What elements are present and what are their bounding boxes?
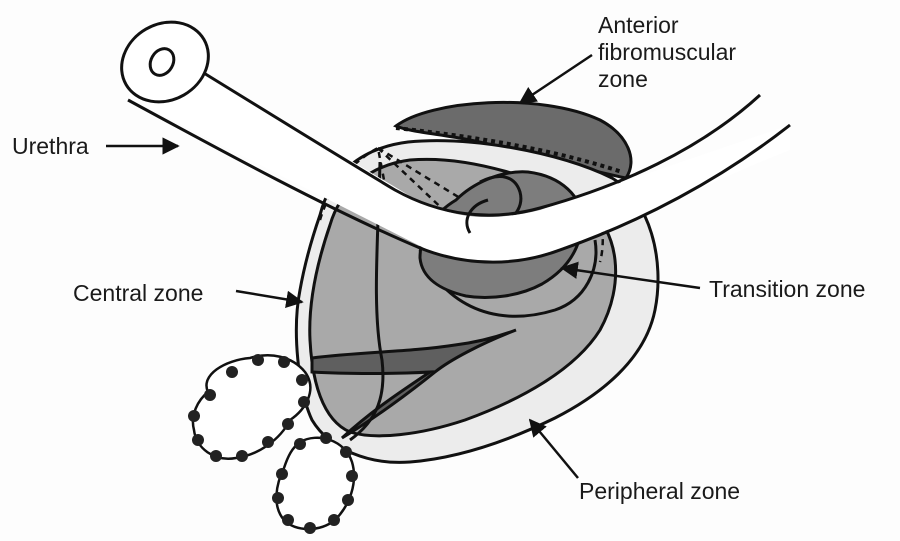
anterior-label-line-3: zone bbox=[598, 66, 736, 93]
anterior-label-line-2: fibromuscular bbox=[598, 39, 736, 66]
transition-zone-label: Transition zone bbox=[709, 276, 865, 303]
anterior-zone-leader-line bbox=[520, 55, 592, 103]
anterior-fibromuscular-zone-label: Anterior fibromuscular zone bbox=[598, 12, 736, 93]
urethra-label: Urethra bbox=[12, 133, 89, 160]
peripheral-zone-leader-line bbox=[530, 420, 578, 478]
central-zone-label: Central zone bbox=[73, 280, 203, 307]
peripheral-zone-label: Peripheral zone bbox=[579, 478, 740, 505]
seminal-vesicle-upper bbox=[193, 355, 310, 458]
anterior-label-line-1: Anterior bbox=[598, 12, 736, 39]
central-zone-leader-line bbox=[236, 291, 302, 302]
